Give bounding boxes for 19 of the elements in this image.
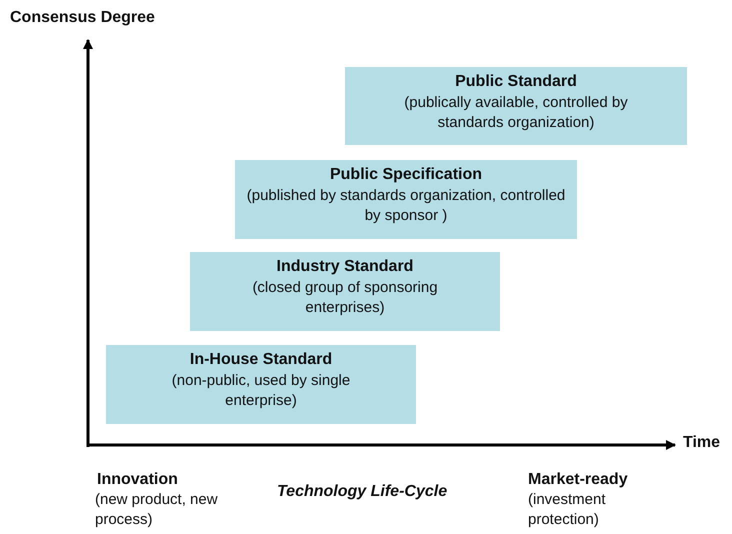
standard-box	[190, 252, 500, 331]
stage-label: Innovation	[97, 470, 178, 490]
standard-box	[106, 345, 416, 424]
box-heading: Industry Standard	[276, 258, 414, 276]
standard-box	[345, 67, 687, 145]
box-description: (closed group of sponsoring enterprises)	[251, 278, 439, 318]
box-heading: In-House Standard	[190, 351, 332, 369]
box-description: (published by standards organization, controlled by sponsor )	[246, 186, 566, 226]
stage-label: Market-ready	[528, 470, 628, 490]
axis-title: Time	[683, 433, 720, 453]
stage-note: (investment protection)	[528, 490, 607, 530]
axis-title: Consensus Degree	[10, 8, 155, 28]
box-description: (publically available, controlled by standards organization)	[403, 93, 629, 133]
box-description: (non-public, used by single enterprise)	[170, 371, 352, 411]
axis-caption: Technology Life-Cycle	[277, 482, 448, 502]
box-heading: Public Standard	[455, 73, 577, 91]
standard-box	[235, 160, 577, 239]
stage-note: (new product, new process)	[95, 490, 219, 530]
box-heading: Public Specification	[330, 166, 482, 184]
